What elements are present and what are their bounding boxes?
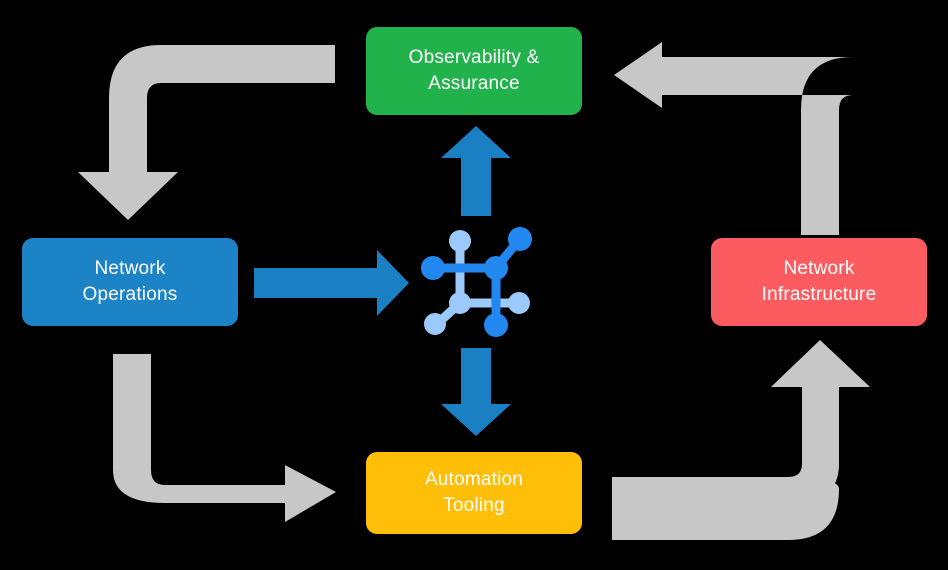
- network-topology-icon: [421, 227, 532, 337]
- arrow-automation-tooling-to-network-infrastructure-shape: [612, 340, 870, 504]
- node-network-infrastructure-label: Network Infrastructure: [761, 258, 877, 305]
- arrow-network-operations-to-automation-tooling: [113, 354, 336, 522]
- arrow-network-infrastructure-to-observability: [614, 42, 853, 235]
- node-network-operations-label: Network Operations: [82, 258, 178, 305]
- node-automation-tooling[interactable]: Automation Tooling: [366, 452, 582, 534]
- node-automation-tooling-label: Automation Tooling: [424, 469, 524, 516]
- node-observability-assurance-label: Observability & Assurance: [408, 47, 540, 94]
- arrow-network-operations-to-center: [254, 250, 409, 316]
- arrow-center-to-observability: [441, 126, 511, 216]
- node-network-infrastructure[interactable]: Network Infrastructure: [711, 238, 927, 326]
- arrow-center-to-automation-tooling: [441, 348, 511, 436]
- node-network-operations[interactable]: Network Operations: [22, 238, 238, 326]
- node-observability-assurance[interactable]: Observability & Assurance: [366, 27, 582, 115]
- arrow-observability-to-network-operations: [78, 45, 335, 220]
